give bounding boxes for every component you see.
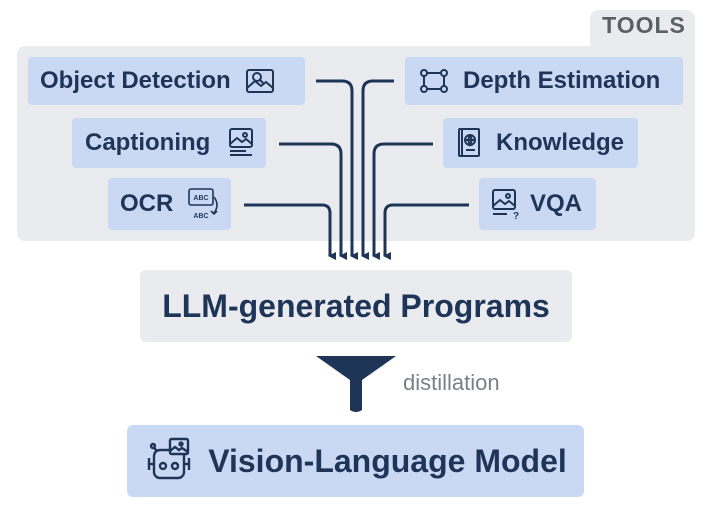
robot-icon [144, 436, 194, 486]
tool-ocr: OCR ABC ABC [108, 178, 231, 230]
ocr-icon: ABC ABC [187, 187, 221, 221]
tool-vqa-label: VQA [530, 190, 583, 217]
vlm-box: Vision-Language Model [127, 425, 584, 497]
tool-depth-estimation: Depth Estimation [405, 57, 683, 105]
tool-knowledge: Knowledge [443, 118, 638, 168]
book-globe-icon [452, 126, 486, 160]
vlm-label: Vision-Language Model [208, 442, 567, 479]
svg-text:?: ? [513, 211, 519, 221]
tool-captioning-label: Captioning [85, 129, 211, 156]
bounding-box-icon [417, 64, 451, 98]
tool-vqa: ? VQA [479, 178, 596, 230]
tool-captioning: Captioning [72, 118, 266, 168]
arrow-depth-estimation [361, 79, 394, 260]
tool-ocr-label: OCR [120, 190, 174, 217]
arrow-captioning [279, 142, 347, 260]
tool-knowledge-label: Knowledge [496, 129, 625, 156]
arrow-object-detection [316, 79, 358, 260]
image-caption-icon [224, 126, 258, 160]
tool-object-detection-label: Object Detection [40, 67, 231, 94]
image-question-icon: ? [488, 187, 522, 221]
tool-depth-estimation-label: Depth Estimation [463, 67, 661, 94]
llm-programs-box: LLM-generated Programs [140, 270, 572, 342]
arrow-ocr [244, 203, 336, 260]
llm-programs-label: LLM-generated Programs [162, 287, 550, 324]
tools-title: TOOLS [602, 12, 686, 38]
svg-text:ABC: ABC [194, 213, 209, 220]
arrow-vqa [383, 203, 469, 260]
tool-object-detection: Object Detection [28, 57, 305, 105]
distillation-label: distillation [403, 370, 500, 395]
arrow-knowledge [372, 142, 433, 260]
object-detection-icon [243, 64, 277, 98]
svg-text:ABC: ABC [194, 195, 209, 202]
